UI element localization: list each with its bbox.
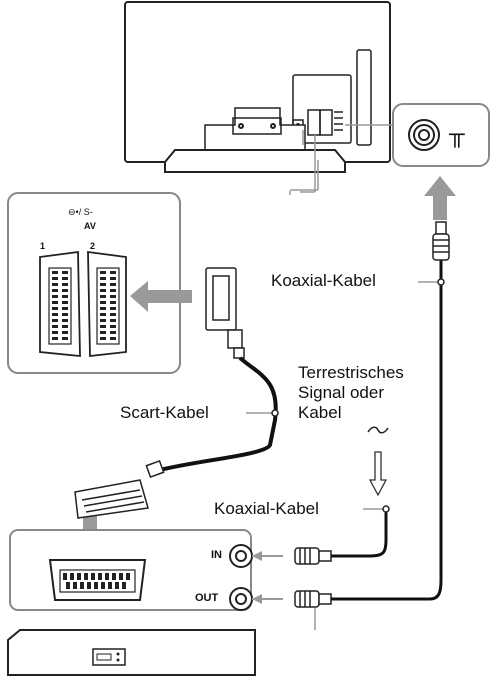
av-panel-box bbox=[7, 192, 181, 374]
scart-cable-label: Scart-Kabel bbox=[120, 403, 209, 422]
scart-cable bbox=[159, 356, 278, 472]
arrow-to-tv-antenna bbox=[424, 176, 456, 220]
antenna-socket-box bbox=[392, 103, 490, 167]
coax-bottom-label: Koaxial-Kabel bbox=[214, 499, 319, 518]
out-port-label: OUT bbox=[195, 592, 219, 604]
tv-port-panel bbox=[292, 74, 352, 144]
av-label: AV bbox=[84, 221, 96, 231]
scart-port-1-label: 1 bbox=[40, 241, 46, 251]
av-symbols: ⊖•/ S- bbox=[68, 207, 93, 217]
coax-top-label: Koaxial-Kabel bbox=[271, 271, 376, 290]
scart-port-2-label: 2 bbox=[90, 241, 96, 251]
signal-label-line3: Kabel bbox=[298, 403, 342, 422]
scart-socket-1 bbox=[39, 250, 81, 357]
coax-cable-in bbox=[331, 510, 388, 558]
coax-cable-out bbox=[331, 260, 443, 601]
vcr-front-panel bbox=[92, 648, 126, 666]
arrow-into-av2 bbox=[130, 281, 192, 312]
coax-plug-out bbox=[294, 590, 320, 608]
in-port-label: IN bbox=[211, 549, 222, 561]
scart-plug-bottom bbox=[74, 479, 149, 519]
signal-label-line1: Terrestrisches bbox=[298, 363, 404, 382]
coax-plug-top bbox=[432, 233, 450, 261]
vcr-device bbox=[7, 629, 256, 676]
scart-socket-2 bbox=[87, 250, 127, 358]
signal-arrow bbox=[368, 451, 388, 497]
coax-plug-in bbox=[294, 547, 320, 565]
tv-side-slot bbox=[356, 49, 372, 146]
antenna-symbol: ╥ bbox=[449, 121, 465, 146]
signal-label-line2: Signal oder bbox=[298, 383, 385, 402]
